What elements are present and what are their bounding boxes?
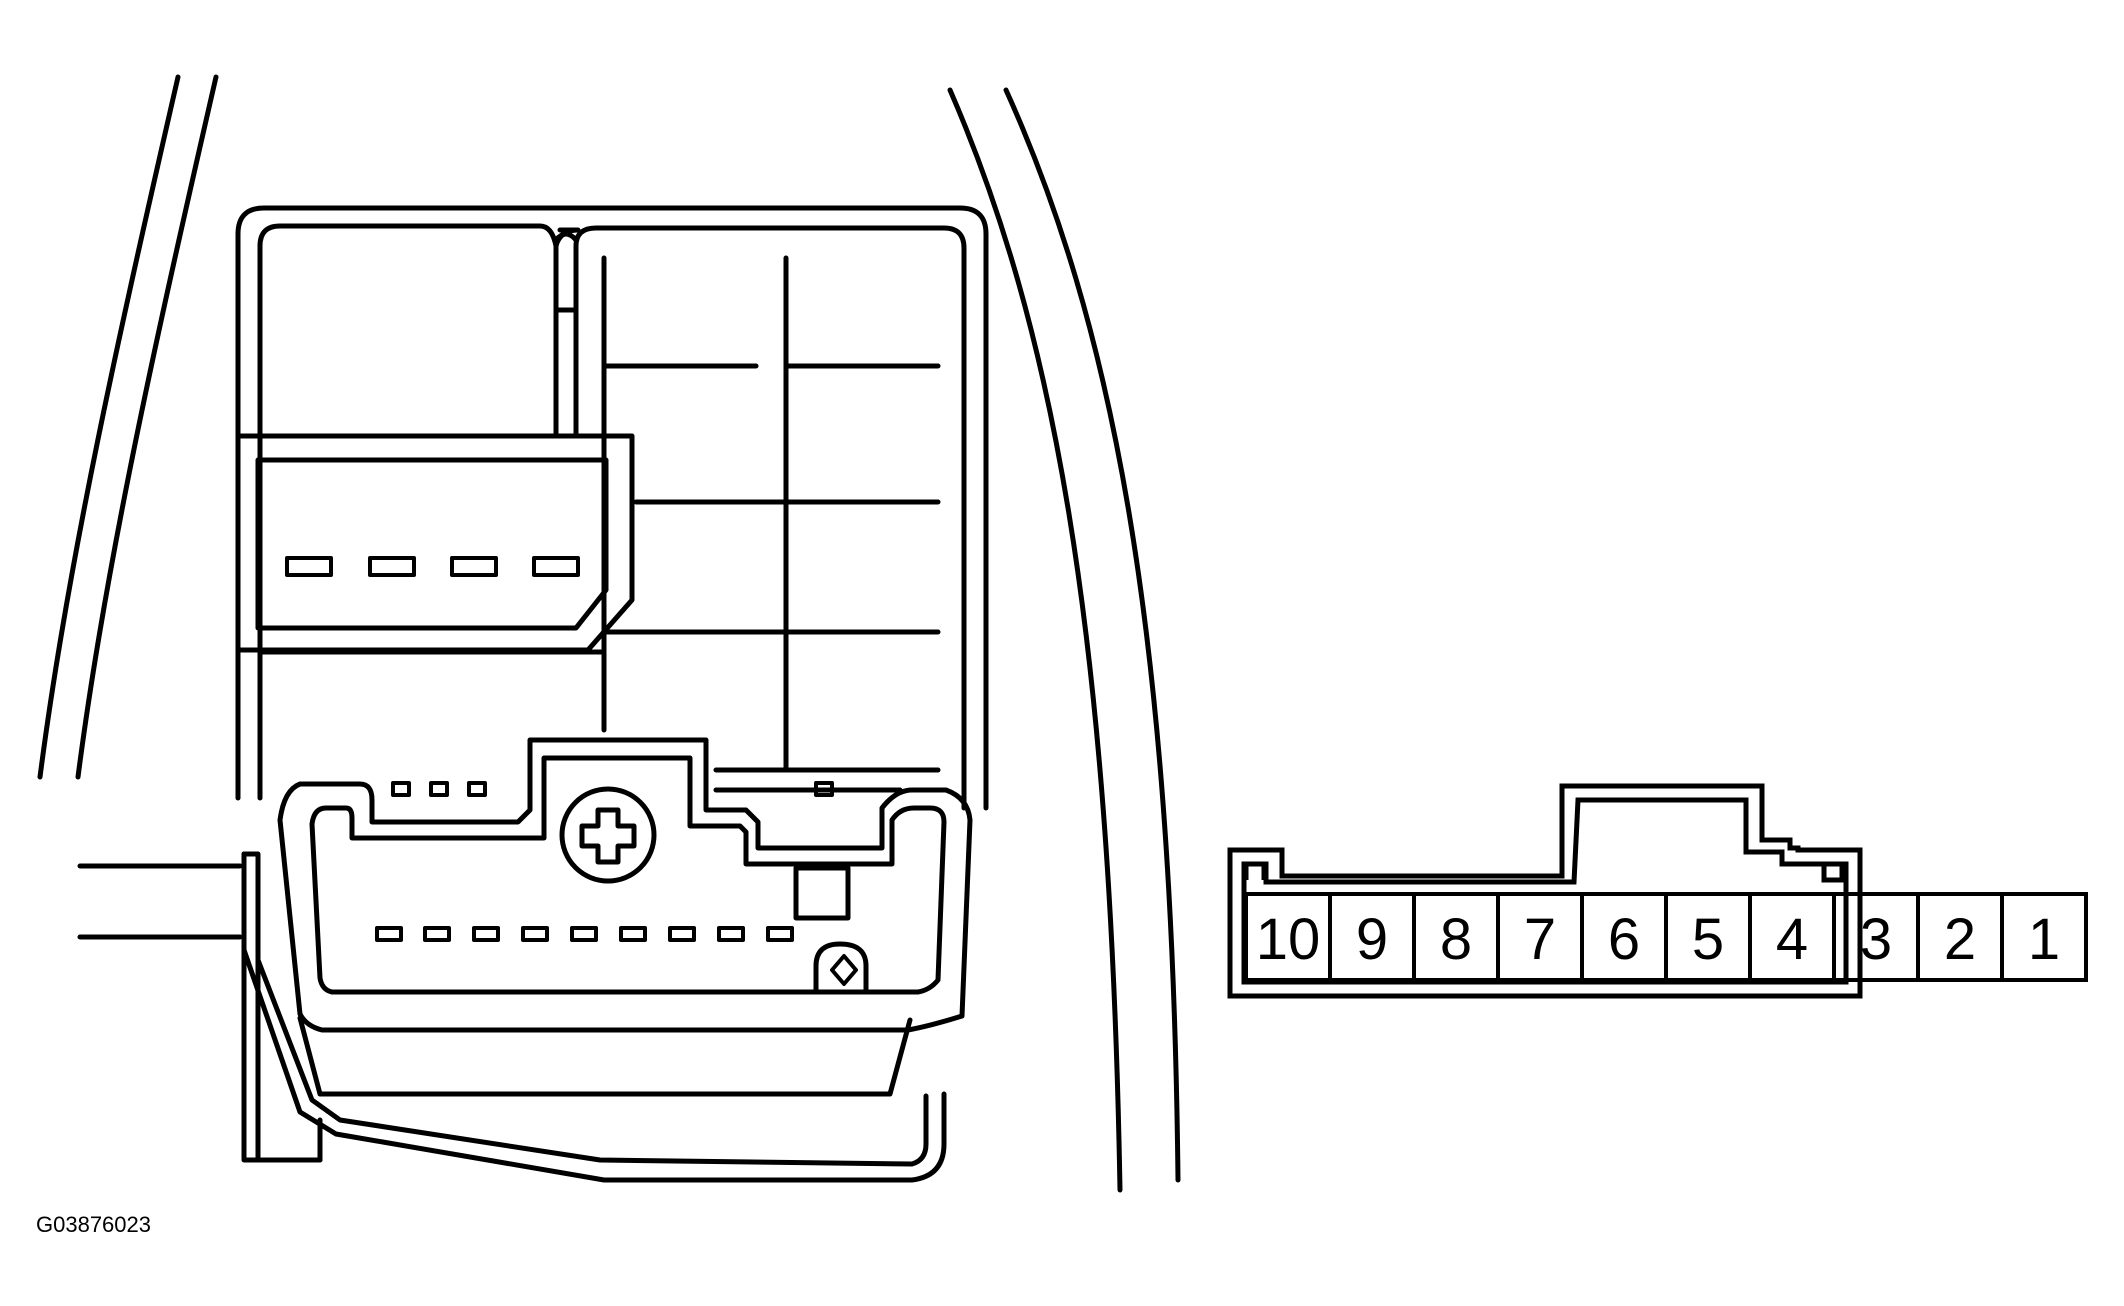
- pin-label-7: 7: [1524, 907, 1556, 972]
- sub-connector-terminals: [285, 556, 580, 577]
- relay-box-housing: [235, 205, 989, 811]
- pin-label-2: 2: [1944, 907, 1976, 972]
- pin-cavity-1: [2000, 892, 2088, 982]
- pin-label-3: 3: [1860, 907, 1892, 972]
- main-connector-terminal-row: [375, 926, 794, 942]
- pin-label-6: 6: [1608, 907, 1640, 972]
- right-trim-curves: [947, 87, 1181, 1193]
- fuse-grid: [257, 255, 941, 793]
- sub-connector-4pin: [237, 433, 635, 653]
- pin-label-10: 10: [1256, 907, 1321, 972]
- main-connector-body: [241, 737, 973, 1183]
- left-trim-curves: [37, 74, 219, 780]
- harness-wires: [77, 863, 243, 940]
- figure-code: G03876023: [36, 1212, 151, 1237]
- pin-label-4: 4: [1776, 907, 1808, 972]
- main-connector-top-terminals: [391, 781, 834, 797]
- pin-label-8: 8: [1440, 907, 1472, 972]
- locating-features: [793, 865, 869, 993]
- pin-label-1: 1: [2028, 907, 2060, 972]
- pin-label-9: 9: [1356, 907, 1388, 972]
- connector-face-outline: [1227, 783, 1863, 999]
- pin-label-5: 5: [1692, 907, 1724, 972]
- screw-head: [559, 786, 657, 884]
